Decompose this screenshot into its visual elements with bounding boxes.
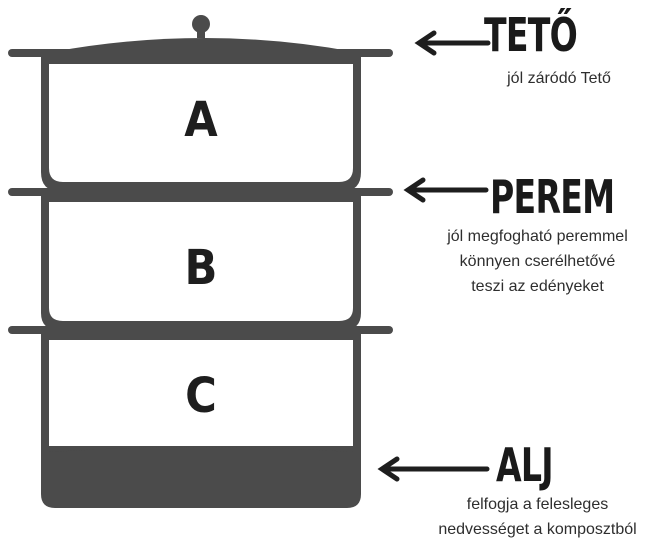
callout-perem-desc-line-2: könnyen cserélhetővé <box>459 253 616 270</box>
callout-perem: PEREM jól megfogható peremmel könnyen cs… <box>420 172 655 297</box>
arrow-teto <box>414 30 491 56</box>
callout-alj-desc-line-1: felfogja a felesleges <box>466 496 609 513</box>
lid-dome <box>52 38 355 52</box>
section-label-b: B <box>185 240 218 296</box>
callout-teto-desc-line-1: jól záródó Tető <box>507 70 611 87</box>
lid-knob-stem <box>197 26 205 38</box>
section-label-c: C <box>185 368 217 424</box>
callout-perem-desc-line-1: jól megfogható peremmel <box>447 228 628 245</box>
callout-teto-title: TETŐ <box>484 8 578 62</box>
arrow-alj <box>377 456 490 482</box>
section-label-a: A <box>184 92 218 148</box>
callout-alj-title: ALJ <box>496 438 554 492</box>
rim-a <box>8 188 393 196</box>
callout-alj-desc-line-2: nedvességet a komposztból <box>438 521 637 538</box>
lid <box>8 15 393 57</box>
base-liquid <box>49 447 353 460</box>
lid-knob <box>192 15 210 33</box>
callout-perem-desc-line-3: teszi az edényeket <box>471 278 604 295</box>
container-c <box>41 334 361 508</box>
arrow-perem <box>403 177 489 203</box>
callout-alj: ALJ felfogja a felesleges nedvességet a … <box>420 440 655 540</box>
lid-rim <box>8 49 393 57</box>
callout-teto: TETŐ jól záródó Tető <box>484 10 634 89</box>
rim-b <box>8 326 393 334</box>
callout-perem-title: PEREM <box>490 170 615 224</box>
